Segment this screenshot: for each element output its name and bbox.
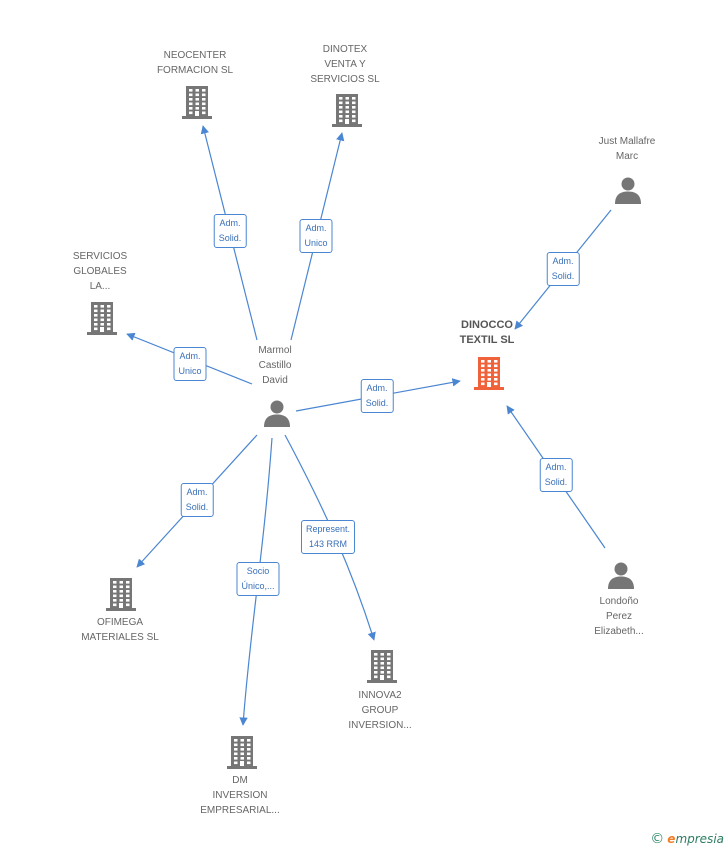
node-label-line: TEXTIL SL xyxy=(459,334,515,346)
node-label-dinocco[interactable]: DINOCCO TEXTIL SL xyxy=(422,318,552,348)
node-label-neocenter[interactable]: NEOCENTER FORMACION SL xyxy=(130,48,260,78)
person-icon[interactable] xyxy=(615,177,641,205)
node-label-line: OFIMEGA xyxy=(96,617,144,628)
edge-label-line: Adm. xyxy=(305,223,327,233)
edge-label-line: Solid. xyxy=(544,477,568,487)
person-icon[interactable] xyxy=(608,562,634,590)
person-icon[interactable] xyxy=(264,400,290,428)
building-icon[interactable] xyxy=(367,650,397,683)
edge-label-line: Adm. xyxy=(545,462,567,472)
node-label-line: Castillo xyxy=(258,360,292,371)
empresia-watermark: ©empresia xyxy=(650,831,724,847)
node-label-line: EMPRESARIAL... xyxy=(200,805,280,816)
edge-label-line: Unico xyxy=(178,366,202,376)
node-label-line: INVERSION xyxy=(212,790,268,801)
node-label-line: NEOCENTER xyxy=(163,50,227,61)
building-icon[interactable] xyxy=(474,357,504,390)
building-icon[interactable] xyxy=(182,86,212,119)
edge-label-marmol-to-neocenter[interactable]: Adm. Solid. xyxy=(213,214,247,248)
edge-label-line: Solid. xyxy=(218,233,242,243)
node-label-line: DINOTEX xyxy=(322,44,368,55)
node-label-line: FORMACION SL xyxy=(156,65,234,76)
node-label-line: Londoño xyxy=(599,596,639,607)
node-label-ofimega[interactable]: OFIMEGA MATERIALES SL xyxy=(55,615,185,645)
node-label-line: INVERSION... xyxy=(348,720,412,731)
edge-label-line: Adm. xyxy=(366,383,388,393)
node-label-line: SERVICIOS xyxy=(72,251,128,262)
edge-label-line: Solid. xyxy=(551,271,575,281)
edge-label-marmol-to-servicios[interactable]: Adm. Unico xyxy=(173,347,207,381)
node-label-line: GROUP xyxy=(361,705,399,716)
node-label-line: Perez xyxy=(605,611,633,622)
edge-label-marmol-to-dinocco[interactable]: Adm. Solid. xyxy=(360,379,394,413)
edge-label-line: Adm. xyxy=(179,351,201,361)
edges-layer xyxy=(126,125,612,726)
edge-label-marmol-to-ofimega[interactable]: Adm. Solid. xyxy=(180,483,214,517)
node-label-line: Elizabeth... xyxy=(594,626,644,637)
edge-label-line: Único,... xyxy=(241,581,275,591)
edge-label-line: 143 RRM xyxy=(308,539,347,549)
edge-label-line: Adm. xyxy=(219,218,241,228)
edge-label-line: Represent. xyxy=(305,524,351,534)
node-label-servicios[interactable]: SERVICIOS GLOBALES LA... xyxy=(35,249,165,294)
edge-label-line: Solid. xyxy=(365,398,389,408)
edge-label-line: Socio xyxy=(246,566,270,576)
building-icon[interactable] xyxy=(87,302,117,335)
node-label-line: LA... xyxy=(89,281,111,292)
node-label-line: INNOVA2 xyxy=(358,690,402,701)
node-label-line: SERVICIOS SL xyxy=(310,74,380,85)
node-label-line: David xyxy=(262,375,288,386)
building-icon[interactable] xyxy=(227,736,257,769)
building-icon[interactable] xyxy=(332,94,362,127)
node-label-dinotex[interactable]: DINOTEX VENTA Y SERVICIOS SL xyxy=(280,42,410,87)
node-label-line: MATERIALES SL xyxy=(81,632,159,643)
edge-label-line: Solid. xyxy=(185,502,209,512)
edge-label-londono-to-dinocco[interactable]: Adm. Solid. xyxy=(539,458,573,492)
building-icon[interactable] xyxy=(106,578,136,611)
node-label-line: DINOCCO xyxy=(461,319,513,331)
edge-label-marmol-to-innova2[interactable]: Represent. 143 RRM xyxy=(300,520,356,554)
copyright-symbol: © xyxy=(650,831,665,847)
edge-label-line: Adm. xyxy=(186,487,208,497)
brand-logo: empresia xyxy=(667,832,724,846)
node-label-line: Marmol xyxy=(258,345,292,356)
node-label-line: GLOBALES xyxy=(73,266,127,277)
node-label-line: VENTA Y xyxy=(324,59,366,70)
edge-label-just-to-dinocco[interactable]: Adm. Solid. xyxy=(546,252,580,286)
node-label-line: DM xyxy=(232,775,248,786)
edge-label-line: Unico xyxy=(304,238,328,248)
edge-label-marmol-to-dinotex[interactable]: Adm. Unico xyxy=(299,219,333,253)
node-label-dm[interactable]: DM INVERSION EMPRESARIAL... xyxy=(175,773,305,818)
node-label-line: Just Mallafre xyxy=(598,136,656,147)
icons-layer xyxy=(87,86,641,769)
node-label-line: Marc xyxy=(615,151,639,162)
edge-label-line: Adm. xyxy=(552,256,574,266)
